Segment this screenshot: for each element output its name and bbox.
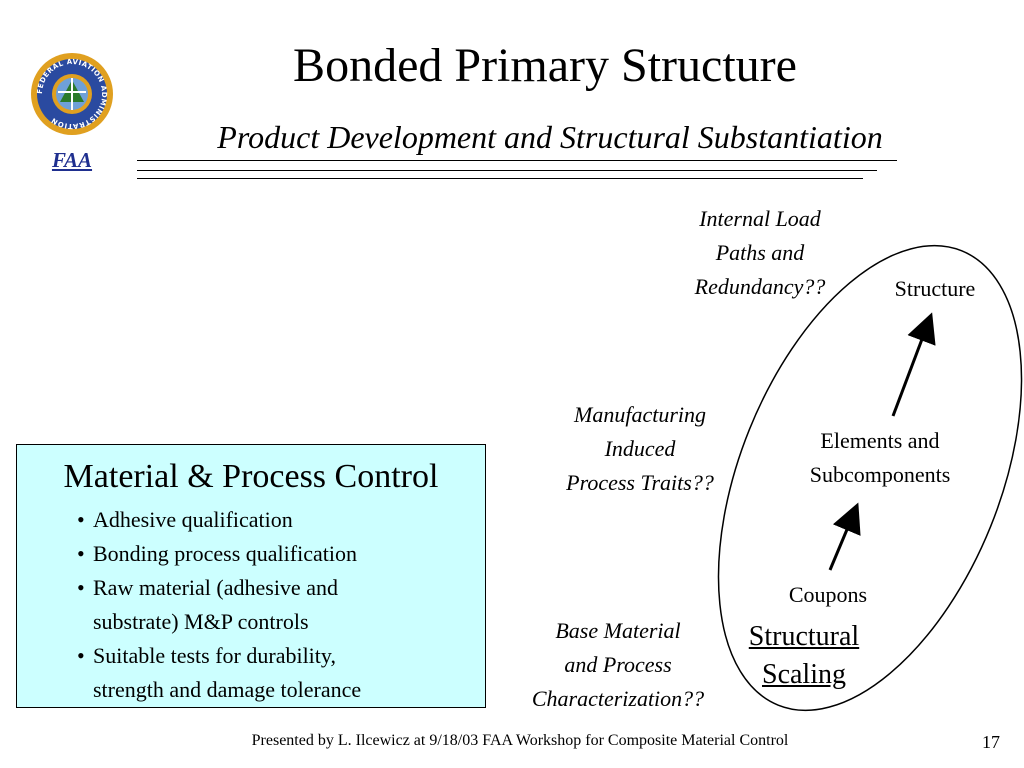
level-elements-subcomponents: Elements and Subcomponents bbox=[809, 428, 951, 487]
list-item: • Bonding process qualification bbox=[77, 537, 361, 571]
header-rule-1 bbox=[137, 160, 897, 161]
list-item: • Suitable tests for durability, bbox=[77, 639, 361, 673]
list-item: • Adhesive qualification bbox=[77, 503, 361, 537]
bullet: • bbox=[77, 575, 85, 600]
structural-scaling-label: Structural Scaling bbox=[748, 621, 860, 690]
list-item-text: strength and damage tolerance bbox=[93, 677, 362, 702]
page-title: Bonded Primary Structure bbox=[293, 39, 797, 92]
arrow-elements-to-structure bbox=[891, 312, 936, 417]
footer-text: Presented by L. Ilcewicz at 9/18/03 FAA … bbox=[251, 732, 789, 749]
scaling-ellipse bbox=[717, 244, 1023, 712]
manufacturing-question: Manufacturing Induced Process Traits?? bbox=[566, 402, 714, 495]
list-item: • Raw material (adhesive and bbox=[77, 571, 361, 605]
internal-load-question: Internal Load Paths and Redundancy?? bbox=[694, 206, 826, 299]
list-item-continuation: strength and damage tolerance bbox=[77, 673, 361, 707]
list-item-text: Raw material (adhesive and bbox=[93, 575, 338, 600]
level-structure: Structure bbox=[894, 276, 976, 301]
bullet: • bbox=[77, 643, 85, 668]
page-number: 17 bbox=[982, 732, 1000, 752]
list-item-text: Suitable tests for durability, bbox=[93, 643, 336, 668]
header-rule-3 bbox=[137, 178, 863, 179]
list-item-text: Adhesive qualification bbox=[93, 507, 293, 532]
material-process-control-box: Material & Process Control • Adhesive qu… bbox=[16, 444, 486, 708]
faa-seal-logo: FEDERAL AVIATION ADMINISTRATION bbox=[30, 52, 114, 136]
page-subtitle: Product Development and Structural Subst… bbox=[217, 119, 883, 155]
level-coupons: Coupons bbox=[788, 582, 868, 607]
bullet: • bbox=[77, 507, 85, 532]
arrow-coupons-to-elements bbox=[828, 502, 861, 571]
faa-label: FAA bbox=[51, 148, 93, 172]
bullet: • bbox=[77, 541, 85, 566]
list-item-text: Bonding process qualification bbox=[93, 541, 357, 566]
box-title: Material & Process Control bbox=[63, 458, 439, 495]
header-rule-2 bbox=[137, 170, 877, 171]
base-material-question: Base Material and Process Characterizati… bbox=[531, 618, 705, 711]
box-list: • Adhesive qualification • Bonding proce… bbox=[77, 503, 361, 707]
list-item-text: substrate) M&P controls bbox=[93, 609, 309, 634]
list-item-continuation: substrate) M&P controls bbox=[77, 605, 361, 639]
